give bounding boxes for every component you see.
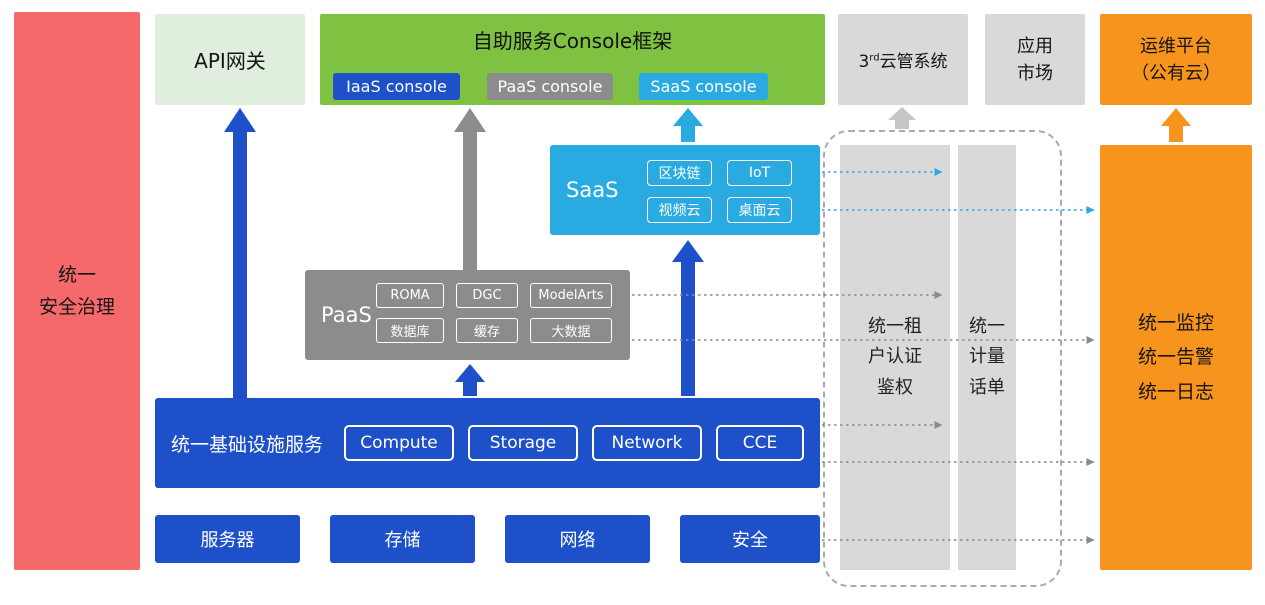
saas-item-iot: IoT xyxy=(727,160,792,186)
paas-item-roma: ROMA xyxy=(376,283,444,308)
saas-layer-label: SaaS xyxy=(566,178,619,202)
ops-platform-line2: （公有云） xyxy=(1131,62,1221,84)
ops-platform-box: 运维平台 （公有云） xyxy=(1100,14,1252,105)
app-market-line1: 应用 xyxy=(1017,35,1053,57)
metering-billing-bar: 统一 计量 话单 xyxy=(958,145,1016,570)
tenant-auth-line2: 户认证 xyxy=(868,346,922,368)
metering-line3: 话单 xyxy=(969,376,1005,398)
monitoring-bar: 统一监控 统一告警 统一日志 xyxy=(1100,145,1252,570)
arrow-monitor-to-ops-platform xyxy=(1161,108,1191,142)
ops-platform-line1: 运维平台 xyxy=(1140,35,1212,57)
tenant-auth-bar: 统一租 户认证 鉴权 xyxy=(840,145,950,570)
arrow-infra-to-saas xyxy=(672,240,704,396)
arrow-auth-to-third-party xyxy=(888,107,916,129)
monitoring-line1: 统一监控 xyxy=(1137,312,1214,335)
paas-item-cache: 缓存 xyxy=(456,318,518,343)
infra-item-network: Network xyxy=(592,425,702,461)
api-gateway-label: API网关 xyxy=(194,49,266,73)
monitoring-line3: 统一日志 xyxy=(1137,380,1214,403)
paas-item-modelarts: ModelArts xyxy=(530,283,612,308)
metering-line2: 计量 xyxy=(969,346,1005,368)
arrow-paas-to-console xyxy=(454,108,486,270)
infra-item-compute: Compute xyxy=(344,425,454,461)
paas-layer-box: PaaS ROMA DGC ModelArts 数据库 缓存 大数据 xyxy=(305,270,630,360)
monitoring-line2: 统一告警 xyxy=(1137,346,1214,369)
tenant-auth-line1: 统一租 xyxy=(868,315,922,337)
third-party-cloud-mgmt-box: 3rd云管系统 xyxy=(838,14,968,105)
infrastructure-layer-label: 统一基础设施服务 xyxy=(171,433,324,456)
console-frame-box: 自助服务Console框架 IaaS console PaaS console … xyxy=(320,14,825,105)
resource-network-box: 网络 xyxy=(505,515,650,563)
arrow-infra-to-paas xyxy=(455,364,485,396)
tenant-auth-line3: 鉴权 xyxy=(877,376,913,398)
app-market-box: 应用 市场 xyxy=(985,14,1085,105)
paas-console-button: PaaS console xyxy=(487,73,613,100)
saas-console-button: SaaS console xyxy=(639,73,768,100)
iaas-console-button: IaaS console xyxy=(333,73,460,100)
paas-layer-label: PaaS xyxy=(321,303,372,327)
security-governance-bar: 统一 安全治理 xyxy=(14,12,140,570)
metering-line1: 统一 xyxy=(969,315,1005,337)
security-governance-line1: 统一 xyxy=(57,263,96,286)
arrow-infra-to-api-gateway xyxy=(224,108,256,398)
saas-item-video-cloud: 视频云 xyxy=(647,197,712,223)
paas-item-database: 数据库 xyxy=(376,318,444,343)
infra-item-cce: CCE xyxy=(716,425,804,461)
console-frame-title: 自助服务Console框架 xyxy=(472,29,673,53)
api-gateway-box: API网关 xyxy=(155,14,305,105)
paas-items-grid: ROMA DGC ModelArts 数据库 缓存 大数据 xyxy=(376,283,612,343)
resource-storage-box: 存储 xyxy=(330,515,475,563)
saas-items-grid: 区块链 IoT 视频云 桌面云 xyxy=(647,160,792,223)
paas-item-bigdata: 大数据 xyxy=(530,318,612,343)
saas-layer-box: SaaS 区块链 IoT 视频云 桌面云 xyxy=(550,145,820,235)
third-party-label: 3rd云管系统 xyxy=(858,52,948,72)
infrastructure-layer-box: 统一基础设施服务 Compute Storage Network CCE xyxy=(155,398,820,488)
infrastructure-items-row: Compute Storage Network CCE xyxy=(344,425,804,461)
app-market-line2: 市场 xyxy=(1017,62,1053,84)
infra-item-storage: Storage xyxy=(468,425,578,461)
saas-item-desktop-cloud: 桌面云 xyxy=(727,197,792,223)
security-governance-line2: 安全治理 xyxy=(38,296,115,318)
resource-security-box: 安全 xyxy=(680,515,820,563)
saas-item-blockchain: 区块链 xyxy=(647,160,712,186)
shared-services-dashed-group xyxy=(823,130,1062,587)
paas-item-dgc: DGC xyxy=(456,283,518,308)
arrow-saas-to-console xyxy=(673,108,703,142)
resource-server-box: 服务器 xyxy=(155,515,300,563)
